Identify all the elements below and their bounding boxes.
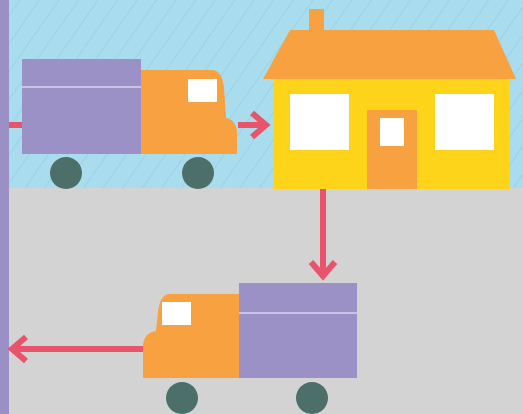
truck-window	[162, 302, 191, 325]
truck-window	[188, 79, 217, 102]
house-door-window	[380, 118, 404, 146]
house-roof	[263, 30, 516, 79]
truck-wheel-rear	[50, 157, 82, 189]
truck-cargo-box	[22, 59, 141, 154]
truck-wheel-front	[166, 382, 198, 414]
house-icon	[263, 9, 516, 189]
left-boundary-bar	[0, 0, 9, 414]
truck-wheel-front	[182, 157, 214, 189]
truck-cargo-box	[239, 283, 357, 378]
house-window-right	[435, 94, 494, 150]
truck-wheel-rear	[296, 382, 328, 414]
house-window-left	[290, 94, 349, 150]
